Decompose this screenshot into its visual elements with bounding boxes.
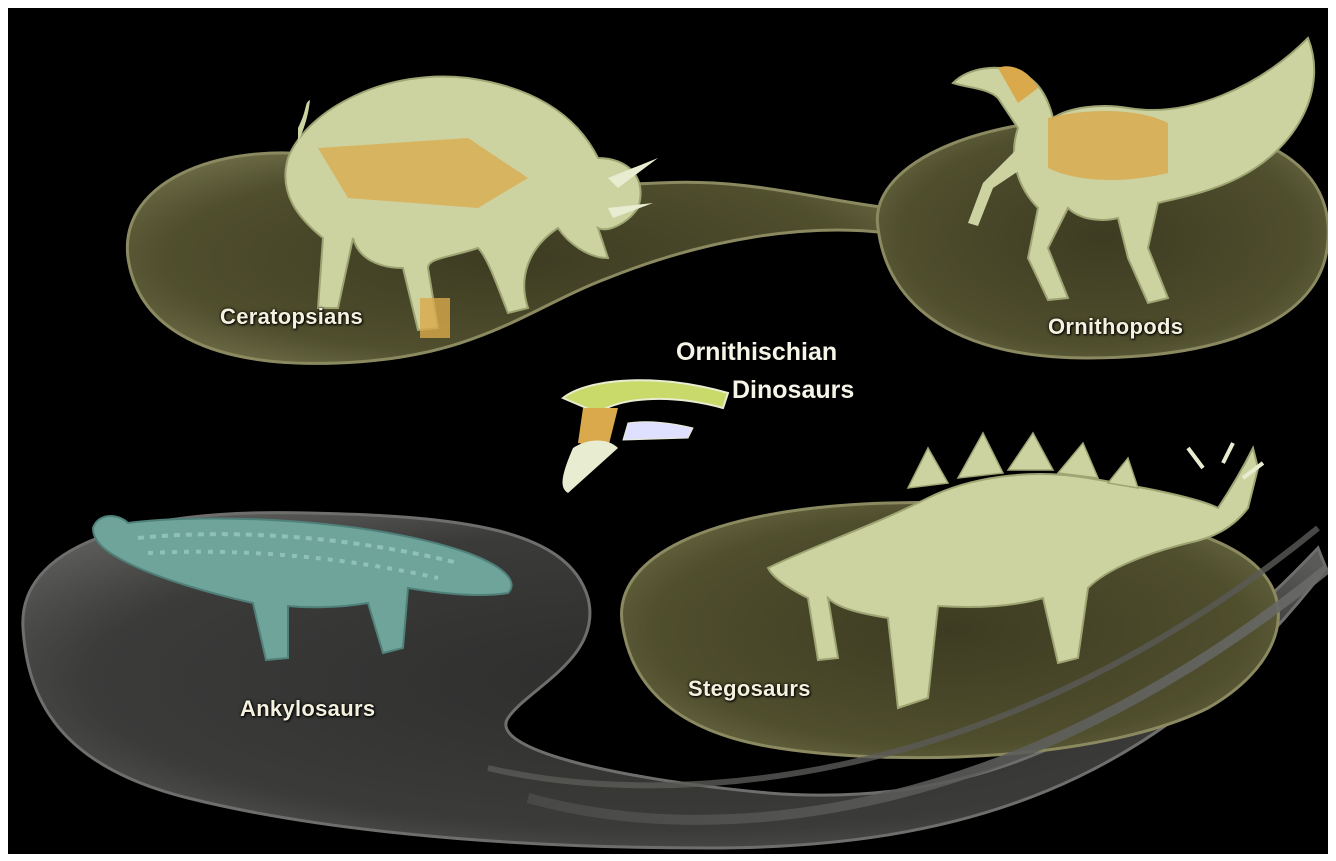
- ornithopods-label: Ornithopods: [1048, 314, 1183, 340]
- diagram-title-line1: Ornithischian: [676, 338, 837, 367]
- ornithischian-diagram: [8, 8, 1328, 854]
- stegosaurs-label: Stegosaurs: [688, 676, 811, 702]
- ceratopsians-label: Ceratopsians: [220, 304, 363, 330]
- diagram-canvas: Ceratopsians Ornithopods Ankylosaurs Ste…: [8, 8, 1328, 854]
- ornithischian-hip-icon: [563, 380, 728, 493]
- ankylosaurs-label: Ankylosaurs: [240, 696, 375, 722]
- diagram-title-line2: Dinosaurs: [732, 376, 854, 405]
